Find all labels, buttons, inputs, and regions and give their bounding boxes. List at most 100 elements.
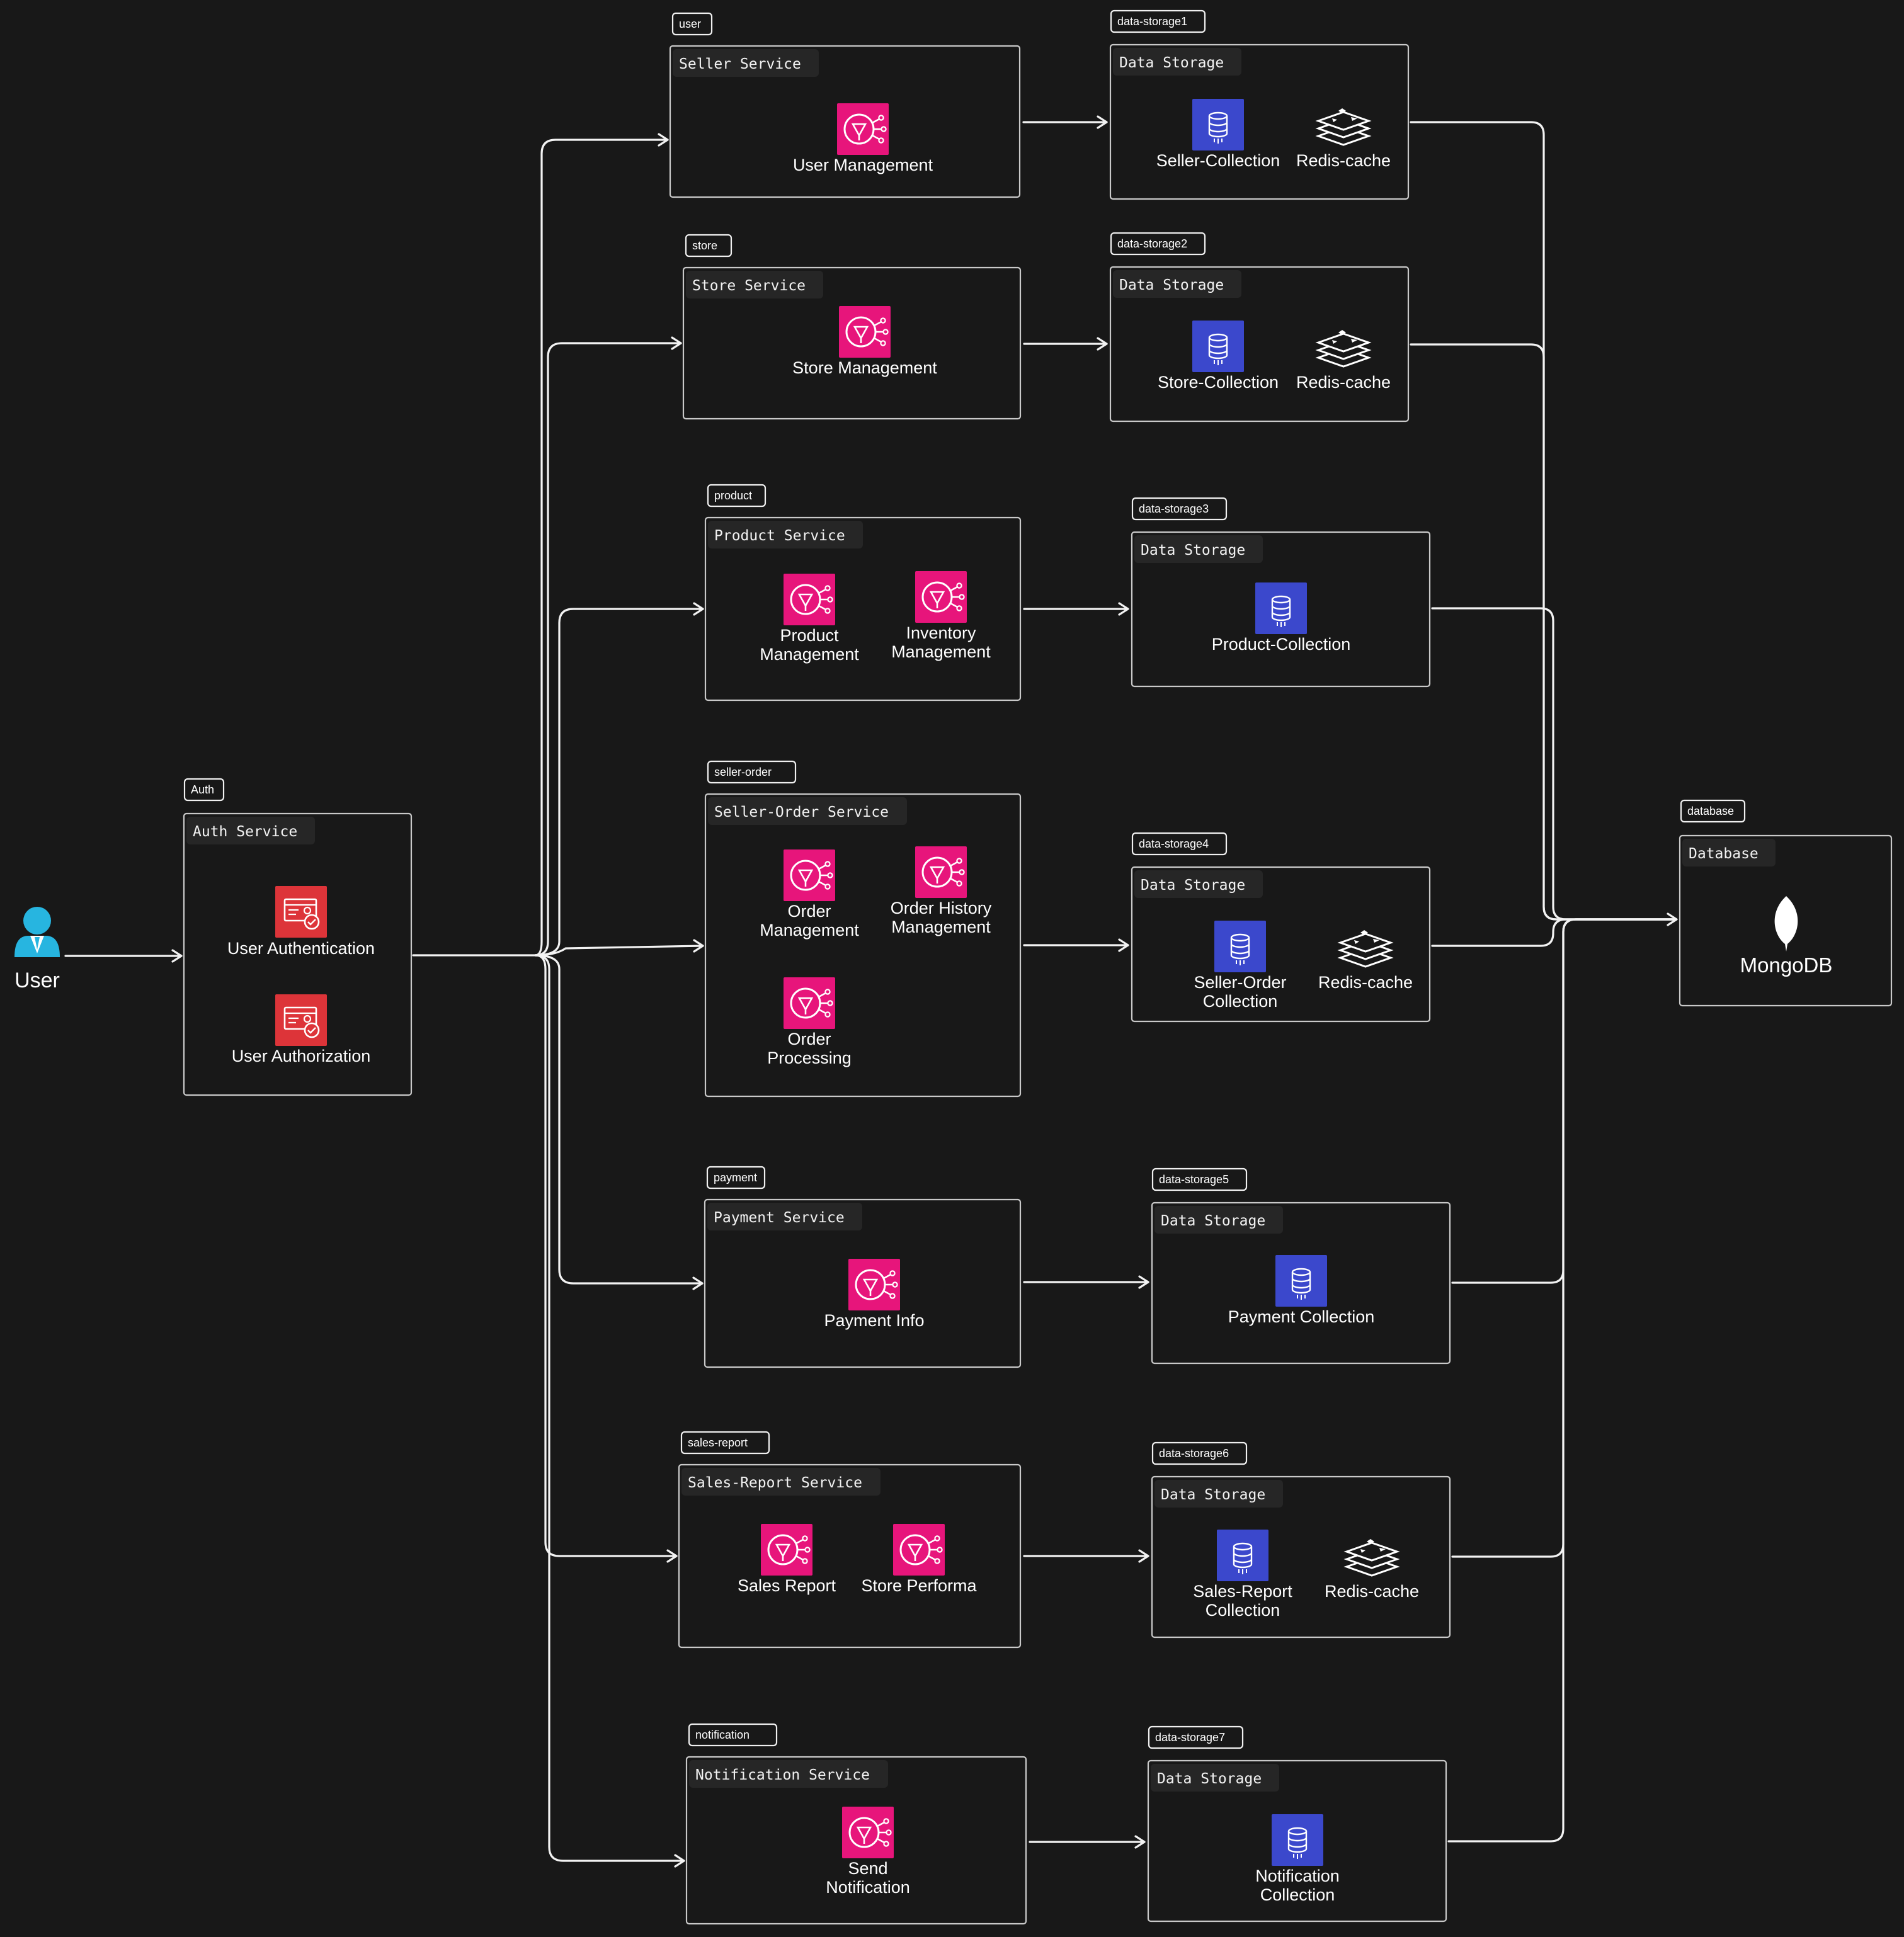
group-tag xyxy=(1148,1725,1244,1749)
group-header xyxy=(1113,270,1241,298)
icon-marks xyxy=(1360,1548,1386,1553)
icon-branches xyxy=(818,864,828,887)
item-label: Management xyxy=(891,917,991,936)
icon-branches xyxy=(874,321,884,343)
group-title: Data Storage xyxy=(1141,542,1245,559)
group-title: Payment Service xyxy=(714,1210,845,1226)
group-container xyxy=(704,1198,1022,1368)
icon-node xyxy=(824,861,831,867)
group-header xyxy=(1134,535,1263,563)
group-header xyxy=(1154,1480,1283,1508)
icon-funnel xyxy=(797,997,814,1011)
group-title: Database xyxy=(1689,846,1759,862)
item-label: Order xyxy=(787,902,831,921)
icon-tile xyxy=(275,994,327,1046)
group-container xyxy=(685,1756,1027,1925)
icon-node xyxy=(882,329,889,335)
icon-branches xyxy=(818,992,828,1014)
group-title: Data Storage xyxy=(1161,1487,1265,1503)
icon-node xyxy=(802,1558,808,1564)
icon-diamond xyxy=(1367,1539,1374,1544)
item-label: Store Performa xyxy=(861,1576,977,1595)
connector xyxy=(1431,918,1677,947)
group-tag-label: data-storage5 xyxy=(1159,1173,1229,1186)
icon-node xyxy=(889,1270,896,1276)
connector xyxy=(534,954,704,1285)
group-tag xyxy=(1151,1441,1248,1465)
icon-marks xyxy=(1332,117,1357,122)
icon-layer xyxy=(1343,1542,1400,1562)
group-tag xyxy=(680,1431,770,1455)
redis-cache-icon xyxy=(1337,930,1394,968)
item-label: User Management xyxy=(793,156,933,174)
database-icon xyxy=(1214,921,1266,972)
connector xyxy=(534,139,669,957)
user-person-icon xyxy=(14,907,60,957)
icon-db-body xyxy=(1233,1547,1253,1569)
redis-cache-icon xyxy=(1315,108,1372,146)
group-tag xyxy=(1110,9,1206,33)
icon-funnel xyxy=(856,1826,872,1841)
group-tag xyxy=(706,1166,766,1190)
arrow-head xyxy=(693,602,704,616)
identity-card-icon xyxy=(275,994,327,1046)
database-icon xyxy=(1272,1814,1323,1866)
icon-node xyxy=(959,594,965,600)
icon-node xyxy=(880,340,886,346)
group-tag-label: data-storage6 xyxy=(1159,1447,1229,1460)
icon-db-body xyxy=(1208,338,1228,360)
icon-funnel xyxy=(851,123,867,137)
cache-label: Redis-cache xyxy=(1296,373,1391,392)
item-label: Collection xyxy=(1260,1885,1335,1904)
group-container xyxy=(682,266,1022,420)
connector xyxy=(534,945,704,957)
item-label: Order xyxy=(787,1030,831,1048)
icon-db-body xyxy=(1287,1831,1308,1853)
service-hub-icon xyxy=(784,574,835,625)
connector xyxy=(534,608,704,957)
icon-db-ticks xyxy=(1293,1854,1302,1859)
item-label: Processing xyxy=(767,1048,852,1067)
arrow-head xyxy=(1667,912,1678,926)
service-hub-icon xyxy=(837,103,889,155)
item-label: Management xyxy=(760,921,859,940)
icon-marks xyxy=(1354,939,1379,944)
group-container xyxy=(1109,266,1410,423)
identity-card-icon xyxy=(275,886,327,938)
icon-branches xyxy=(877,1821,887,1844)
icon-db-body xyxy=(1230,938,1250,960)
icon-funnel xyxy=(862,1278,879,1293)
connector xyxy=(534,954,678,1557)
icon-funnel xyxy=(929,866,945,880)
service-hub-icon xyxy=(842,1807,894,1858)
icon-branches xyxy=(950,861,960,883)
icon-funnel xyxy=(907,1543,923,1558)
group-tag xyxy=(671,12,713,36)
connector xyxy=(1431,607,1677,921)
group-container xyxy=(1679,834,1893,1007)
group-header xyxy=(686,271,823,298)
group-container xyxy=(678,1463,1022,1649)
icon-db-ticks xyxy=(1214,360,1223,365)
group-tag-label: Auth xyxy=(191,783,214,796)
icon-node xyxy=(883,1841,889,1847)
icon-db-ticks xyxy=(1238,1569,1247,1574)
group-container xyxy=(704,516,1022,702)
group-container xyxy=(1131,531,1431,688)
icon-card-lines xyxy=(288,909,299,916)
group-title: Auth Service xyxy=(193,824,297,840)
group-header xyxy=(1682,839,1776,866)
arrow-head xyxy=(1118,938,1129,952)
icon-branches xyxy=(872,118,882,140)
group-container xyxy=(1151,1475,1451,1639)
group-tag-label: payment xyxy=(714,1171,757,1184)
item-label: Seller-Order xyxy=(1194,973,1286,992)
redis-cache-icon xyxy=(1315,330,1372,368)
service-hub-icon xyxy=(915,846,967,898)
arrow-head xyxy=(658,133,669,147)
